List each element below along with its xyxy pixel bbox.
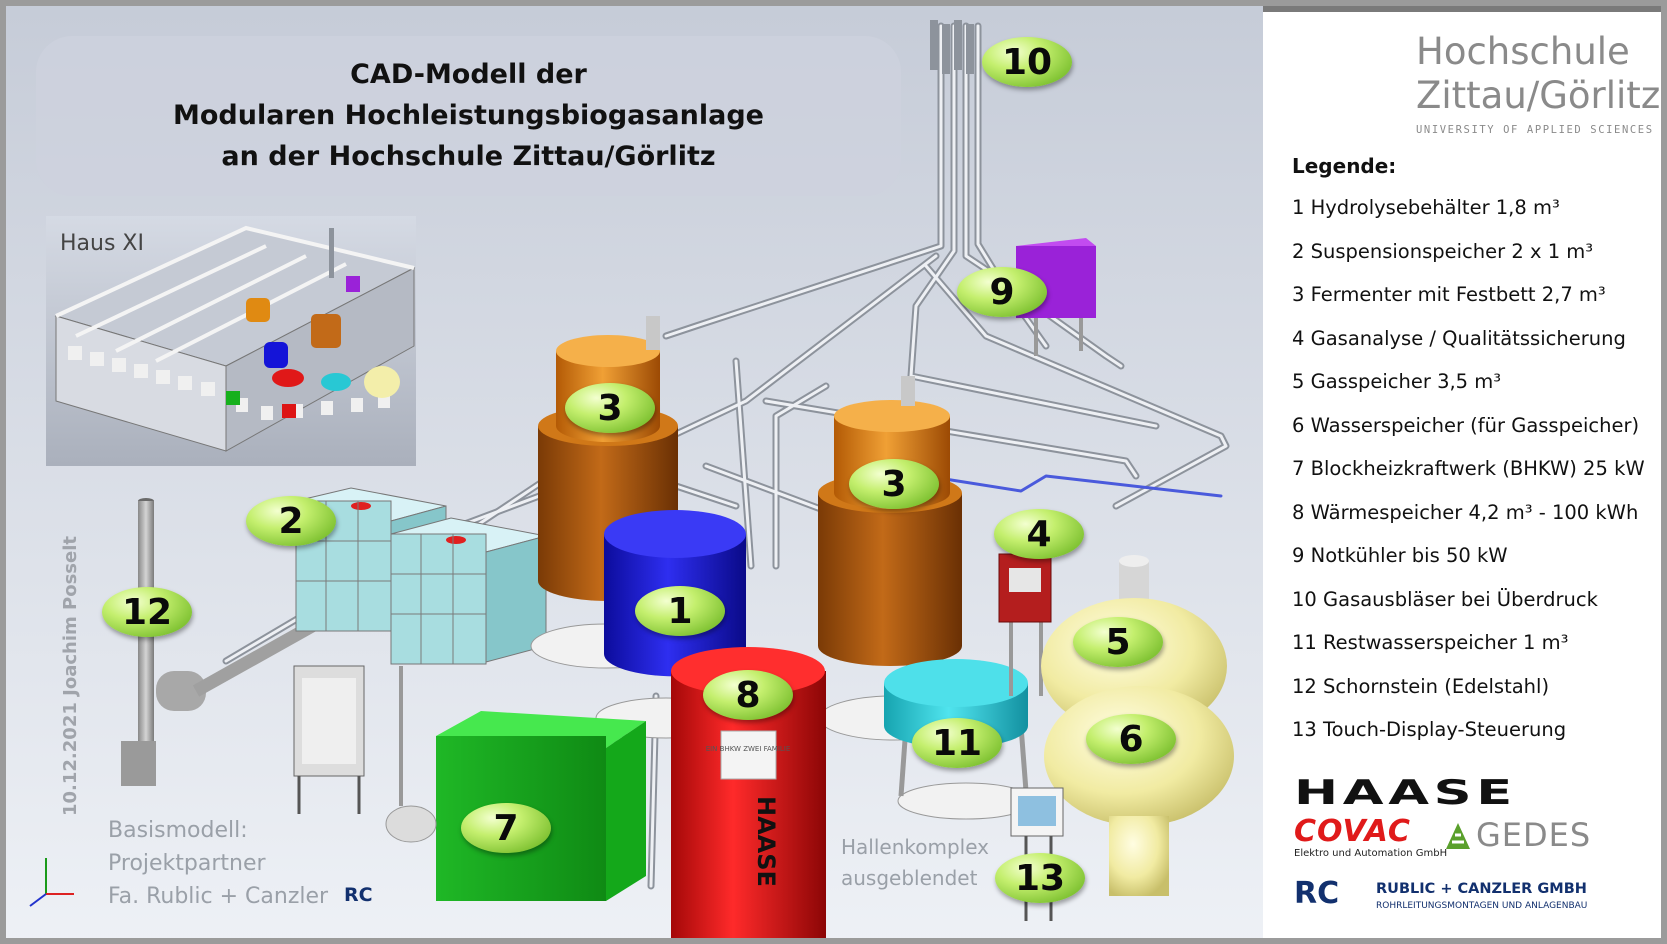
badge-4: 4 xyxy=(994,509,1084,559)
gedes-logo: GEDES xyxy=(1476,816,1592,854)
rc-mini-logo: RC xyxy=(344,884,373,906)
title-line-1: CAD-Modell der xyxy=(350,59,587,90)
hall-line-1: Hallenkomplex xyxy=(841,835,990,859)
badge-12: 12 xyxy=(102,587,192,637)
badge-2: 2 xyxy=(246,496,336,546)
base-model-line-1: Basismodell: xyxy=(108,818,248,843)
legend-item: 10 Gasausbläser bei Überdruck xyxy=(1292,587,1598,611)
legend-item: 12 Schornstein (Edelstahl) xyxy=(1292,674,1550,698)
legend-item: 11 Restwasserspeicher 1 m³ xyxy=(1292,631,1569,654)
title-line-3: an der Hochschule Zittau/Görlitz xyxy=(221,141,716,172)
suspension-tanks xyxy=(295,487,547,665)
rc-logo: RC xyxy=(1294,876,1340,911)
badge-6: 6 xyxy=(1086,714,1176,764)
university-name: Hochschule Zittau/Görlitz xyxy=(1416,30,1660,118)
haase-logo: HAASE xyxy=(1294,773,1517,813)
badge-3-right: 3 xyxy=(849,459,939,509)
legend-item: 13 Touch-Display-Steuerung xyxy=(1292,718,1567,741)
gedes-leaf-icon xyxy=(1446,823,1470,849)
legend-panel xyxy=(1263,12,1661,938)
chp-unit xyxy=(436,711,646,901)
badge-7: 7 xyxy=(461,803,551,853)
legend-item: 5 Gasspeicher 3,5 m³ xyxy=(1292,370,1502,393)
tank8-sticker: EIN BHKW ZWEI FAMILIE xyxy=(706,745,791,753)
covac-logo: COVAC xyxy=(1294,814,1411,849)
legend-item: 1 Hydrolysebehälter 1,8 m³ xyxy=(1292,196,1560,219)
badge-10: 10 xyxy=(982,37,1072,87)
base-model-note: Basismodell: Projektpartner Fa. Rublic +… xyxy=(108,814,328,913)
legend-item: 7 Blockheizkraftwerk (BHKW) 25 kW xyxy=(1292,457,1645,480)
axis-triad xyxy=(29,858,74,907)
badge-3-left: 3 xyxy=(565,383,655,433)
info-board xyxy=(293,665,365,814)
tank8-brand: HAASE xyxy=(752,796,780,887)
touch-display xyxy=(1010,787,1064,921)
hall-line-2: ausgeblendet xyxy=(841,866,978,890)
badge-9: 9 xyxy=(957,267,1047,317)
university-name-line-1: Hochschule xyxy=(1416,30,1630,73)
legend-item: 3 Fermenter mit Festbett 2,7 m³ xyxy=(1292,283,1606,306)
page-title: CAD-Modell der Modularen Hochleistungsbi… xyxy=(36,54,901,177)
hall-note: Hallenkomplex ausgeblendet xyxy=(841,832,989,894)
badge-8: 8 xyxy=(703,670,793,720)
legend-item: 2 Suspensionspeicher 2 x 1 m³ xyxy=(1292,239,1594,263)
legend-item: 6 Wasserspeicher (für Gasspeicher) xyxy=(1292,413,1640,437)
rc-company-subtitle: ROHRLEITUNGSMONTAGEN UND ANLAGENBAU xyxy=(1376,901,1588,911)
legend-item: 4 Gasanalyse / Qualitätssicherung xyxy=(1292,326,1626,350)
rc-company-name: RUBLIC + CANZLER GMBH xyxy=(1376,881,1587,897)
university-name-line-2: Zittau/Görlitz xyxy=(1416,74,1661,117)
badge-13: 13 xyxy=(995,853,1085,903)
title-line-2: Modularen Hochleistungsbiogasanlage xyxy=(172,100,764,131)
covac-subtitle: Elektro und Automation GmbH xyxy=(1294,848,1448,859)
legend-list: 1 Hydrolysebehälter 1,8 m³ 2 Suspensions… xyxy=(1292,196,1645,762)
badge-1: 1 xyxy=(635,586,725,636)
small-vessel xyxy=(385,666,437,843)
title-box xyxy=(36,36,901,196)
university-subtitle: UNIVERSITY OF APPLIED SCIENCES xyxy=(1416,124,1654,136)
base-model-line-2: Projektpartner xyxy=(108,851,266,876)
badge-11: 11 xyxy=(912,718,1002,768)
author-credit: 10.12.2021 Joachim Posselt xyxy=(60,536,81,816)
inset-label: Haus XI xyxy=(60,231,144,256)
legend-item: 9 Notkühler bis 50 kW xyxy=(1292,544,1508,567)
legend-item: 8 Wärmespeicher 4,2 m³ - 100 kWh xyxy=(1292,500,1639,524)
legend-heading: Legende: xyxy=(1292,154,1397,178)
badge-5: 5 xyxy=(1073,617,1163,667)
base-model-line-3: Fa. Rublic + Canzler xyxy=(108,884,329,909)
gas-vent-stacks xyxy=(930,20,974,74)
inset-building-view xyxy=(46,216,416,466)
gas-analysis-cabinet xyxy=(998,553,1052,696)
